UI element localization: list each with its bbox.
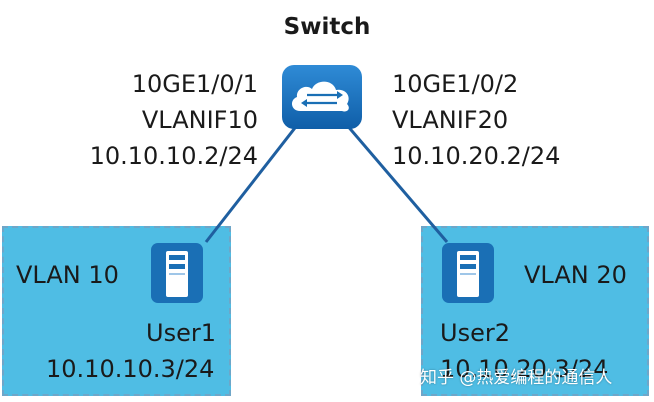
user1-ip: 10.10.10.3/24 (46, 355, 215, 383)
switch-cloud-icon (282, 65, 362, 129)
vlan10-label: VLAN 10 (16, 261, 119, 289)
watermark: 知乎 @热爱编程的通信人 (420, 368, 613, 388)
left-port-ip: 10.10.10.2/24 (89, 142, 258, 170)
left-port-vlanif: VLANIF10 (141, 106, 258, 134)
user2-ip: 10.10.20.3/24 (440, 355, 609, 383)
right-port-vlanif: VLANIF20 (392, 106, 509, 134)
link-switch-user1 (204, 123, 300, 243)
right-port-interface: 10GE1/0/2 (392, 70, 519, 98)
server-icon (442, 243, 494, 303)
user2-name: User2 (440, 319, 510, 347)
user1-name: User1 (146, 319, 216, 347)
link-switch-user2 (344, 123, 449, 243)
server-icon (151, 243, 203, 303)
left-port-interface: 10GE1/0/1 (131, 70, 258, 98)
switch-title: Switch (283, 14, 371, 40)
right-port-ip: 10.10.20.2/24 (392, 142, 561, 170)
vlan20-label: VLAN 20 (524, 261, 627, 289)
